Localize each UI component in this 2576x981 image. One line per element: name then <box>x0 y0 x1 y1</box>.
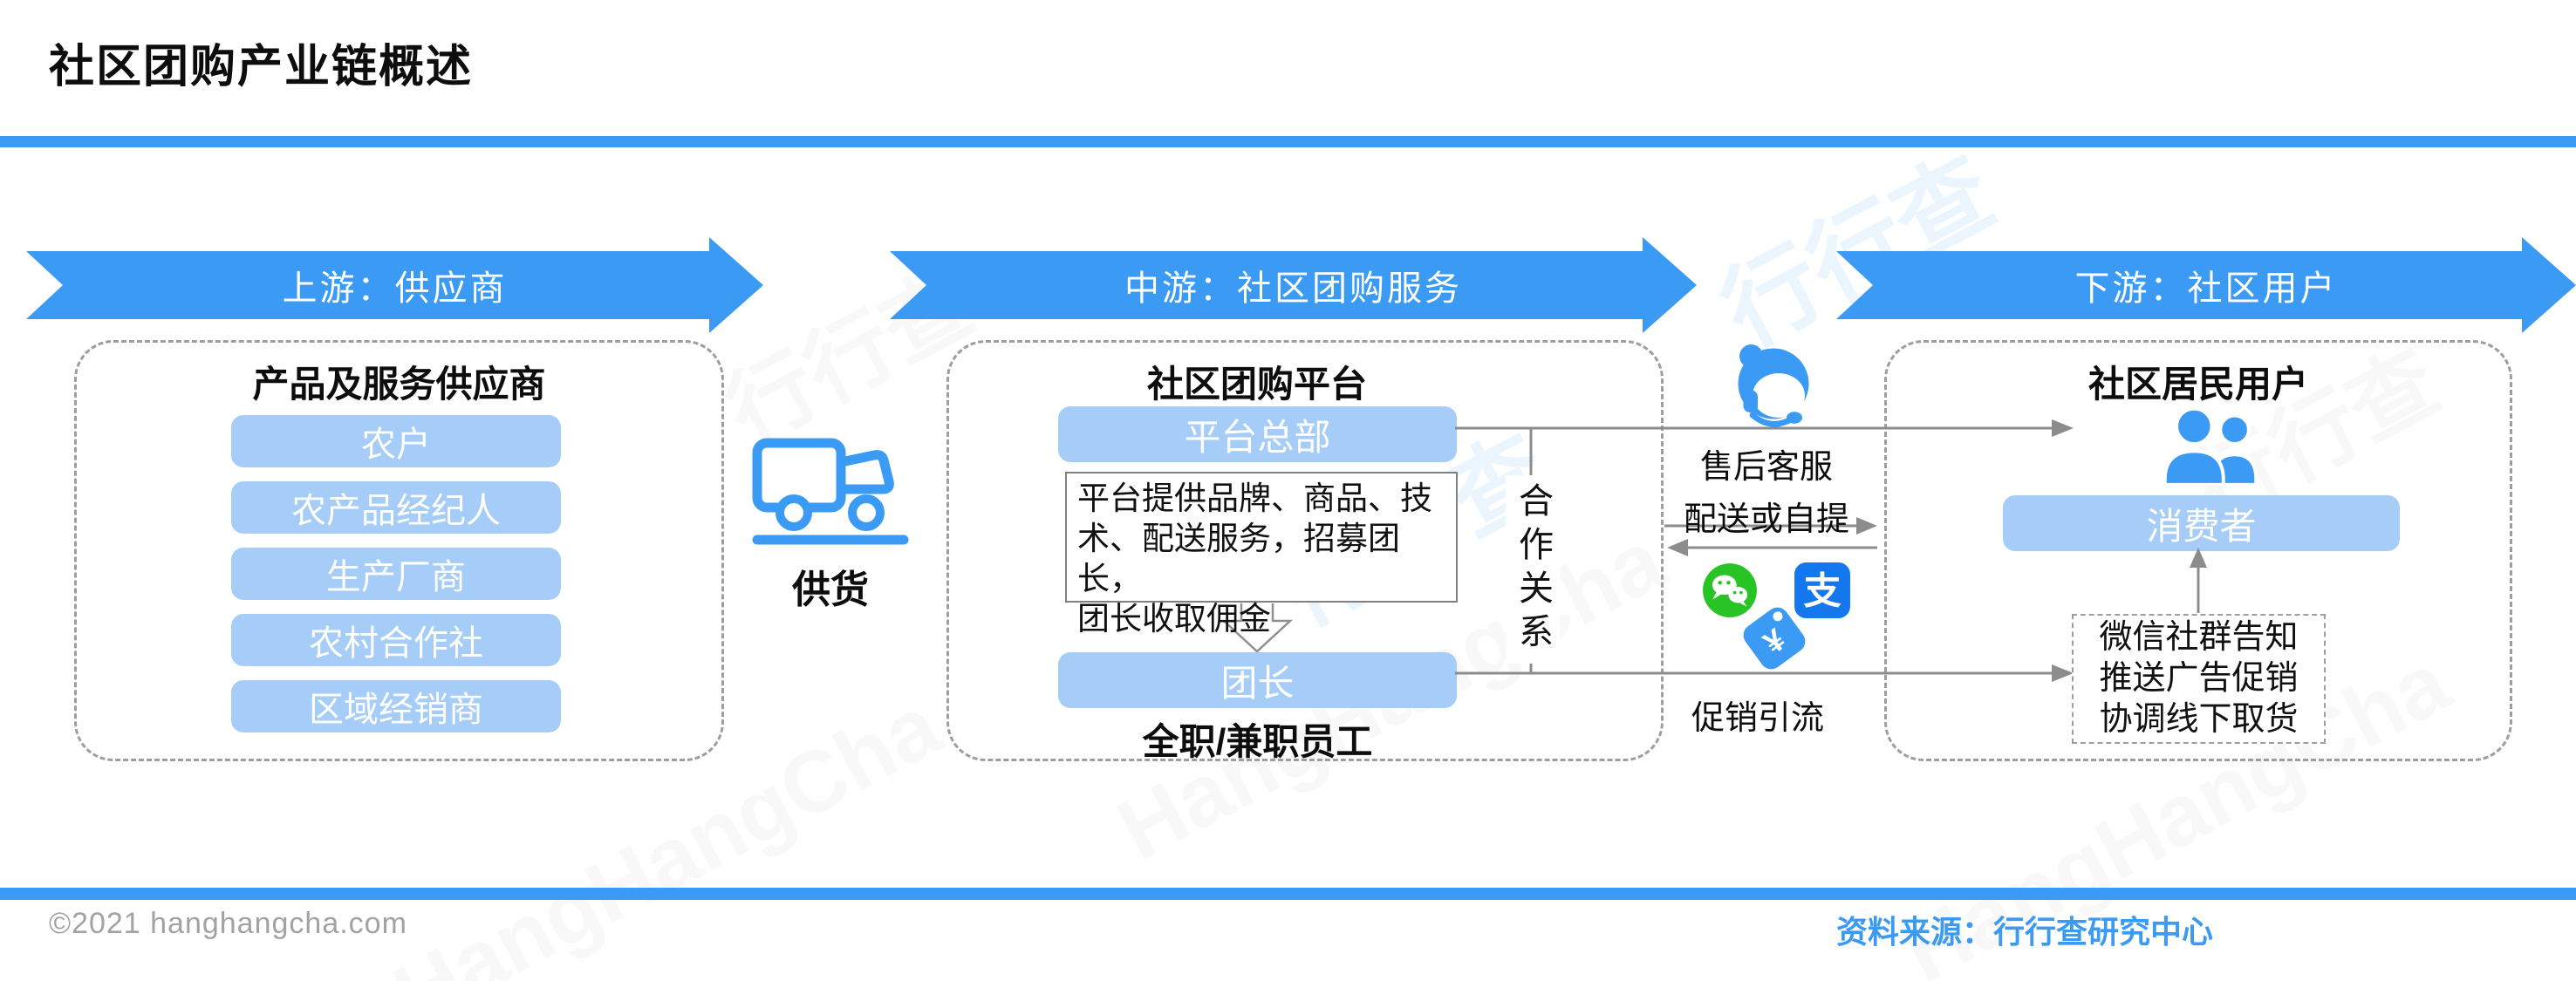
users-icon <box>2163 406 2258 486</box>
platform-section-box: 社区团购平台 平台总部 平台提供品牌、商品、技 术、配送服务，招募团长， 团长收… <box>946 340 1664 762</box>
copyright-text: ©2021 hanghangcha.com <box>49 907 407 940</box>
wechat-icon <box>1703 563 1757 617</box>
truck-icon <box>752 438 909 545</box>
consumer-note-box: 微信社群告知 推送广告促销 协调线下取货 <box>2072 614 2326 744</box>
promo-tag-icon: ¥ <box>1743 607 1806 670</box>
consumer-note-line: 微信社群告知 <box>2099 619 2299 656</box>
arrowhead-delivery-left <box>1667 539 1688 556</box>
consumer-section-box: 社区居民用户 消费者 <box>1884 340 2512 761</box>
supplier-header: 产品及服务供应商 <box>252 364 546 405</box>
banner-midstream: 中游：社区团购服务 <box>890 237 1697 333</box>
banner-upstream: 上游：供应商 <box>26 237 763 333</box>
platform-hq-box: 平台总部 <box>1058 406 1457 462</box>
supplier-item: 农户 <box>231 415 561 467</box>
platform-description-box: 平台提供品牌、商品、技 术、配送服务，招募团长， 团长收取佣金 <box>1065 472 1458 637</box>
arrowhead-to-consumer <box>2190 548 2207 568</box>
arrowhead-delivery-right <box>1856 517 1877 535</box>
consumer-box: 消费者 <box>2003 495 2400 551</box>
page-title: 社区团购产业链概述 <box>49 42 474 92</box>
title-divider <box>0 136 2576 147</box>
banner-downstream-label: 下游：社区用户 <box>2074 269 2338 308</box>
supplier-item: 农村合作社 <box>231 614 561 666</box>
delivery-label: 配送或自提 <box>1683 501 1849 538</box>
after-sales-label: 售后客服 <box>1699 449 1833 486</box>
banner-downstream: 下游：社区用户 <box>1836 237 2576 333</box>
chevron-arrow-shape <box>890 237 1697 333</box>
alipay-glyph: 支 <box>1803 570 1841 612</box>
arrowhead-promotion <box>2052 664 2074 682</box>
supplier-item: 区域经销商 <box>231 680 561 732</box>
chevron-arrow-shape <box>1836 237 2576 333</box>
cooperation-relation-label: 合作关系 <box>1506 475 1560 664</box>
platform-header: 社区团购平台 <box>1146 364 1367 405</box>
promotion-label: 促销引流 <box>1691 700 1824 737</box>
chevron-arrow-shape <box>26 237 763 333</box>
banner-midstream-label: 中游：社区团购服务 <box>1124 269 1462 308</box>
supplier-item: 生产厂商 <box>231 548 561 600</box>
banner-upstream-label: 上游：供应商 <box>282 269 508 308</box>
source-text: 资料来源：行行查研究中心 <box>1836 914 2214 950</box>
platform-description-line: 平台提供品牌、商品、技 <box>1077 480 1432 516</box>
platform-description-line: 术、配送服务，招募团长， <box>1077 521 1400 596</box>
supplier-section-box: 产品及服务供应商 农户 农产品经纪人 生产厂商 农村合作社 区域经销商 <box>74 340 724 761</box>
consumer-note-line: 协调线下取货 <box>2099 701 2299 738</box>
group-leader-note: 全职/兼职员工 <box>1142 721 1373 762</box>
platform-description-line: 团长收取佣金 <box>1077 601 1271 637</box>
hollow-down-arrow <box>1220 603 1294 653</box>
alipay-icon: 支 <box>1794 562 1850 618</box>
arrowhead-after-sales <box>2052 419 2074 437</box>
supply-flow-label: 供货 <box>792 569 869 611</box>
customer-service-icon <box>1738 344 1809 427</box>
consumer-note-line: 推送广告促销 <box>2099 660 2299 697</box>
group-leader-box: 团长 <box>1058 652 1457 708</box>
supplier-item: 农产品经纪人 <box>231 481 561 534</box>
footer-divider <box>0 888 2576 900</box>
consumer-header: 社区居民用户 <box>2087 364 2308 405</box>
